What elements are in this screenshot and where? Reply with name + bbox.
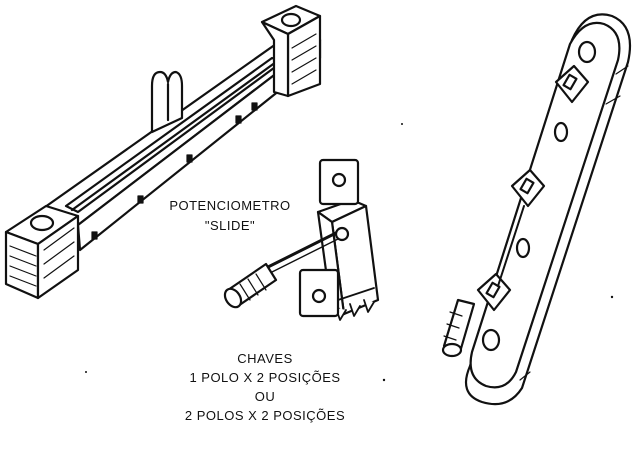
switches-label-line3: OU <box>254 389 276 404</box>
mounting-hole-right <box>280 12 302 28</box>
potentiometer-label-line1: POTENCIOMETRO <box>169 198 291 213</box>
mounting-hole-left <box>29 214 55 232</box>
slide-switch <box>441 13 632 406</box>
switches-label-line2: 1 POLO X 2 POSIÇÕES <box>189 370 341 385</box>
switches-label-line1: CHAVES <box>237 351 293 366</box>
switches-label: CHAVES 1 POLO X 2 POSIÇÕES OU 2 POLOS X … <box>150 349 380 425</box>
potentiometer-label-line2: "SLIDE" <box>204 218 256 233</box>
slide-potentiometer <box>4 4 322 300</box>
actuator-knob <box>441 298 476 358</box>
potentiometer-label: POTENCIOMETRO "SLIDE" <box>160 196 300 236</box>
toggle-switch <box>223 158 380 321</box>
switches-label-line4: 2 POLOS X 2 POSIÇÕES <box>184 408 346 423</box>
lever-knob <box>223 262 278 309</box>
